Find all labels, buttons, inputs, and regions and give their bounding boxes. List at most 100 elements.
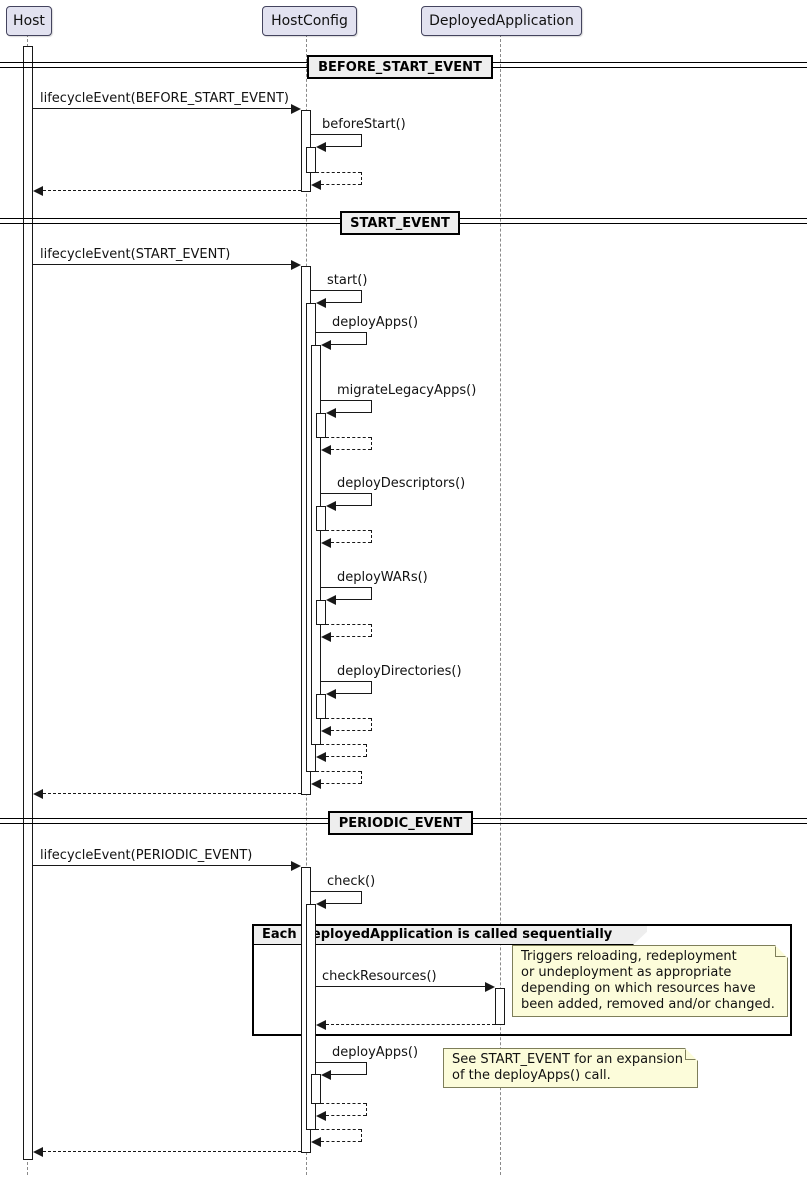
self-return-line xyxy=(326,756,366,757)
self-call-line xyxy=(316,1062,366,1063)
message-label-lifecycle-before-start: lifecycleEvent(BEFORE_START_EVENT) xyxy=(40,91,289,106)
self-call-line xyxy=(366,332,367,345)
arrowhead-icon xyxy=(291,104,301,114)
arrowhead-icon xyxy=(326,408,336,418)
arrowhead-icon xyxy=(311,180,321,190)
message-label-deploy-directories: deployDirectories() xyxy=(337,664,462,679)
group-header: Each DeployedApplication is called seque… xyxy=(254,926,647,945)
message-label-deploy-apps: deployApps() xyxy=(332,315,419,330)
self-call-line xyxy=(326,146,361,147)
arrowhead-icon xyxy=(316,752,326,762)
arrowhead-icon xyxy=(311,1137,321,1147)
message-label-start: start() xyxy=(327,273,368,288)
return-line xyxy=(43,190,301,191)
message-line xyxy=(33,108,291,109)
self-call-line xyxy=(336,505,371,506)
self-call-line xyxy=(366,1062,367,1075)
participant-deployedapplication-label: DeployedApplication xyxy=(429,13,574,29)
self-return-line xyxy=(321,1103,366,1104)
divider-before-start-label: BEFORE_START_EVENT xyxy=(318,59,482,75)
arrowhead-icon xyxy=(311,779,321,789)
message-line xyxy=(33,264,291,265)
arrowhead-icon xyxy=(33,186,43,196)
message-line xyxy=(33,865,291,866)
divider-periodic-label: PERIODIC_EVENT xyxy=(338,815,463,831)
activation-deploydescriptors xyxy=(316,506,326,531)
arrowhead-icon xyxy=(316,298,326,308)
self-return-line xyxy=(326,1115,366,1116)
arrowhead-icon xyxy=(316,142,326,152)
activation-deployapps-periodic xyxy=(311,1074,321,1104)
message-label-check-resources: checkResources() xyxy=(322,969,437,984)
divider-start-event: START_EVENT xyxy=(340,211,460,235)
note-deploy-apps: See START_EVENT for an expansion of the … xyxy=(443,1048,698,1088)
arrowhead-icon xyxy=(316,1111,326,1121)
self-return-line xyxy=(321,783,361,784)
activation-check xyxy=(306,904,316,1130)
divider-start-label: START_EVENT xyxy=(350,215,450,231)
self-return-line xyxy=(321,1141,361,1142)
self-call-line xyxy=(321,400,371,401)
message-label-deploy-descriptors: deployDescriptors() xyxy=(337,476,466,491)
divider-before-start-event: BEFORE_START_EVENT xyxy=(307,55,493,79)
participant-deployedapplication: DeployedApplication xyxy=(421,6,582,36)
self-return-line xyxy=(331,636,371,637)
arrowhead-icon xyxy=(33,789,43,799)
activation-migratelegacyapps xyxy=(316,413,326,438)
self-return-line xyxy=(326,437,371,438)
self-call-line xyxy=(361,134,362,147)
participant-host-label: Host xyxy=(13,13,45,29)
self-return-line xyxy=(326,718,371,719)
self-call-line xyxy=(321,681,371,682)
self-return-line xyxy=(331,730,371,731)
arrowhead-icon xyxy=(321,726,331,736)
self-return-line xyxy=(331,542,371,543)
note-check-resources: Triggers reloading, redeployment or unde… xyxy=(512,945,788,1017)
self-return-line xyxy=(366,1103,367,1116)
arrowhead-icon xyxy=(326,501,336,511)
arrowhead-icon xyxy=(326,689,336,699)
self-call-line xyxy=(371,400,372,413)
arrowhead-icon xyxy=(33,1147,43,1157)
self-call-line xyxy=(361,290,362,303)
arrowhead-icon xyxy=(321,445,331,455)
message-label-deploy-apps-periodic: deployApps() xyxy=(332,1045,419,1060)
message-line xyxy=(316,986,485,987)
self-call-line xyxy=(331,344,366,345)
self-return-line xyxy=(326,624,371,625)
self-call-line xyxy=(336,599,371,600)
self-call-line xyxy=(326,903,361,904)
arrowhead-icon xyxy=(321,340,331,350)
self-return-line xyxy=(371,718,372,731)
message-label-before-start: beforeStart() xyxy=(322,117,406,132)
message-label-check: check() xyxy=(327,874,376,889)
self-call-line xyxy=(316,332,366,333)
arrowhead-icon xyxy=(291,260,301,270)
self-call-line xyxy=(371,493,372,506)
activation-deploywars xyxy=(316,600,326,625)
self-return-line xyxy=(321,184,361,185)
self-return-line xyxy=(366,744,367,757)
self-call-line xyxy=(311,134,361,135)
return-line xyxy=(326,1024,495,1025)
arrowhead-icon xyxy=(485,982,495,992)
self-return-line xyxy=(316,172,361,173)
message-label-deploy-wars: deployWARs() xyxy=(337,570,428,585)
self-return-line xyxy=(321,744,366,745)
self-call-line xyxy=(326,302,361,303)
arrowhead-icon xyxy=(316,899,326,909)
message-label-lifecycle-periodic: lifecycleEvent(PERIODIC_EVENT) xyxy=(40,848,253,863)
self-call-line xyxy=(311,891,361,892)
arrowhead-icon xyxy=(326,595,336,605)
self-call-line xyxy=(336,693,371,694)
arrowhead-icon xyxy=(321,632,331,642)
activation-deploydirectories xyxy=(316,694,326,719)
self-return-line xyxy=(316,1129,361,1130)
self-call-line xyxy=(371,681,372,694)
self-return-line xyxy=(361,771,362,784)
self-call-line xyxy=(361,891,362,904)
participant-hostconfig: HostConfig xyxy=(262,6,357,36)
self-return-line xyxy=(361,1129,362,1142)
return-line xyxy=(43,1151,301,1152)
